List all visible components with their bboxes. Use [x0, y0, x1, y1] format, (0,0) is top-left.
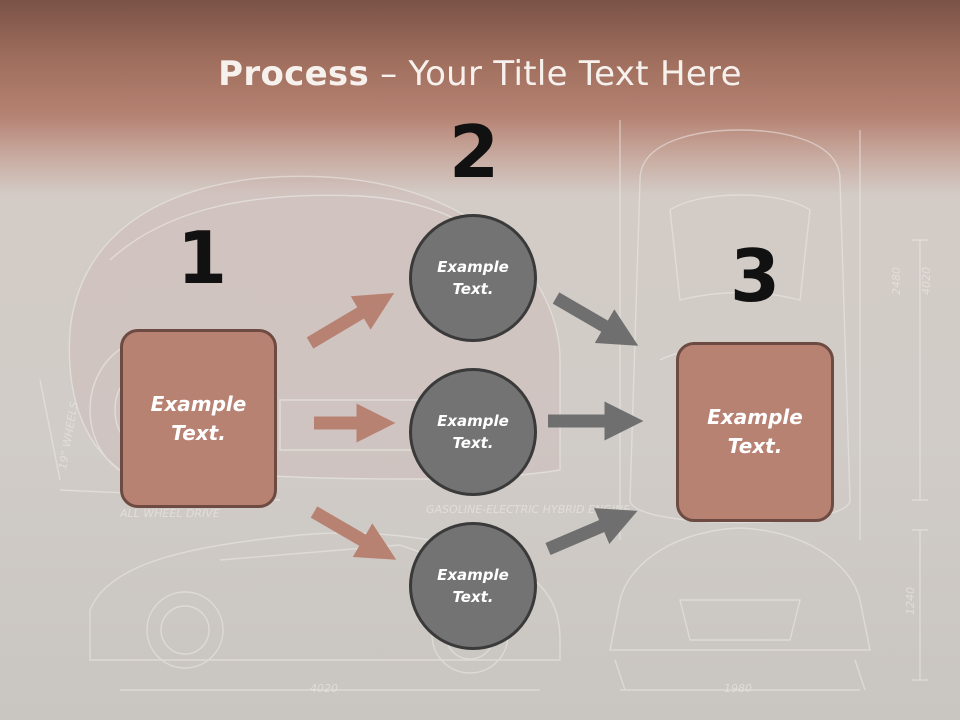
circle-bottom-line1: Example [437, 565, 509, 584]
step-number-1: 1 [177, 216, 228, 300]
circle-top-line2: Text. [452, 280, 494, 298]
bg-label-width: 1980 [724, 682, 752, 695]
step-2-circle-bottom[interactable]: Example Text. [409, 522, 537, 650]
arrow-circle-top-to-3 [552, 292, 639, 346]
step-number-2: 2 [449, 110, 500, 194]
bg-label-side-a: 2480 [890, 267, 903, 295]
step-1-text-line2: Text. [171, 420, 226, 445]
arrow-1-to-circle-top [306, 293, 395, 349]
arrow-1-to-circle-bottom [310, 506, 397, 560]
step-3-box[interactable]: Example Text. [676, 342, 834, 522]
circle-bottom-line2: Text. [452, 588, 494, 606]
bg-label-length: 4020 [310, 682, 338, 695]
step-3-text-line1: Example [707, 405, 803, 429]
circle-middle-line1: Example [437, 411, 509, 430]
circle-middle-line2: Text. [452, 434, 494, 452]
arrow-circle-bottom-to-3 [545, 508, 638, 555]
step-2-circle-middle[interactable]: Example Text. [409, 368, 537, 496]
slide-title: Process – Your Title Text Here [0, 54, 960, 94]
step-1-box[interactable]: Example Text. [120, 329, 277, 508]
title-rest: – Your Title Text Here [369, 54, 742, 94]
step-2-circle-top[interactable]: Example Text. [409, 214, 537, 342]
step-number-3: 3 [730, 234, 781, 318]
bg-label-height: 1240 [904, 587, 917, 615]
circle-top-line1: Example [437, 257, 509, 276]
bg-label-side-b: 4020 [920, 267, 933, 295]
title-bold: Process [218, 54, 370, 94]
bg-label-engine: GASOLINE-ELECTRIC HYBRID ENGINE [426, 503, 630, 516]
step-1-text-line1: Example [150, 391, 247, 416]
step-3-text-line2: Text. [727, 434, 783, 458]
bg-label-drive: ALL WHEEL DRIVE [119, 507, 220, 520]
